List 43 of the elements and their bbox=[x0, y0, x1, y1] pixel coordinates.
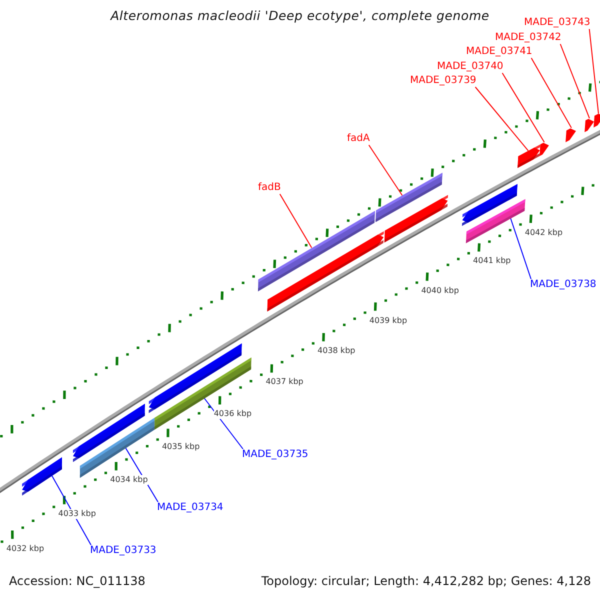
scale-label: 4034 kbp bbox=[110, 475, 148, 486]
scale-label: 4033 kbp bbox=[58, 509, 96, 520]
gene-label: MADE_03738 bbox=[530, 279, 596, 291]
gene-label: MADE_03739 bbox=[410, 75, 476, 87]
leader-line bbox=[502, 72, 545, 143]
gene-label: fadB bbox=[258, 182, 281, 194]
gene-label: MADE_03740 bbox=[437, 61, 504, 73]
gene-feature bbox=[267, 231, 384, 312]
gene-label: fadA bbox=[347, 133, 370, 145]
scale-label: 4040 kbp bbox=[421, 286, 459, 296]
leader-line bbox=[368, 144, 403, 196]
scale-label: 4039 kbp bbox=[369, 316, 408, 326]
scale-label: 4037 kbp bbox=[266, 377, 304, 388]
leader-line bbox=[279, 194, 312, 248]
leader-line bbox=[588, 28, 599, 114]
scale-label: 4032 kbp bbox=[6, 544, 44, 554]
gene-feature bbox=[22, 457, 62, 496]
gene-feature bbox=[594, 114, 600, 128]
gene-label: MADE_03742 bbox=[495, 32, 562, 44]
gene-feature bbox=[518, 144, 540, 168]
chart-title: Alteromonas macleodii 'Deep ecotype', complete genome bbox=[109, 10, 490, 22]
gene-feature bbox=[566, 128, 576, 142]
gene-label: MADE_03733 bbox=[90, 545, 156, 557]
footer-text: Accession: NC_011138 bbox=[9, 575, 146, 587]
gene-block bbox=[466, 199, 526, 244]
footer-text: Topology: circular; Length: 4,412,282 bp; Genes: 4,128 bbox=[261, 575, 591, 587]
scale-label: 4041 kbp bbox=[473, 256, 511, 266]
gene-label: MADE_03735 bbox=[242, 449, 308, 461]
leader-line bbox=[52, 475, 92, 546]
gene-label: MADE_03743 bbox=[524, 17, 590, 29]
gene-feature bbox=[584, 118, 594, 132]
gene-label: MADE_03741 bbox=[466, 46, 532, 58]
scale-label: 4036 kbp bbox=[214, 409, 252, 420]
leader-line bbox=[204, 398, 244, 450]
gene-feature bbox=[384, 194, 448, 242]
leader-line bbox=[474, 86, 529, 152]
leader-line bbox=[530, 58, 572, 128]
scale-label: 4038 kbp bbox=[318, 346, 356, 356]
scale-label: 4042 kbp bbox=[524, 228, 563, 238]
gene-label: MADE_03734 bbox=[157, 502, 224, 514]
leader-line bbox=[560, 44, 590, 119]
leader-line bbox=[510, 218, 532, 280]
scale-label: 4035 kbp bbox=[162, 442, 200, 452]
